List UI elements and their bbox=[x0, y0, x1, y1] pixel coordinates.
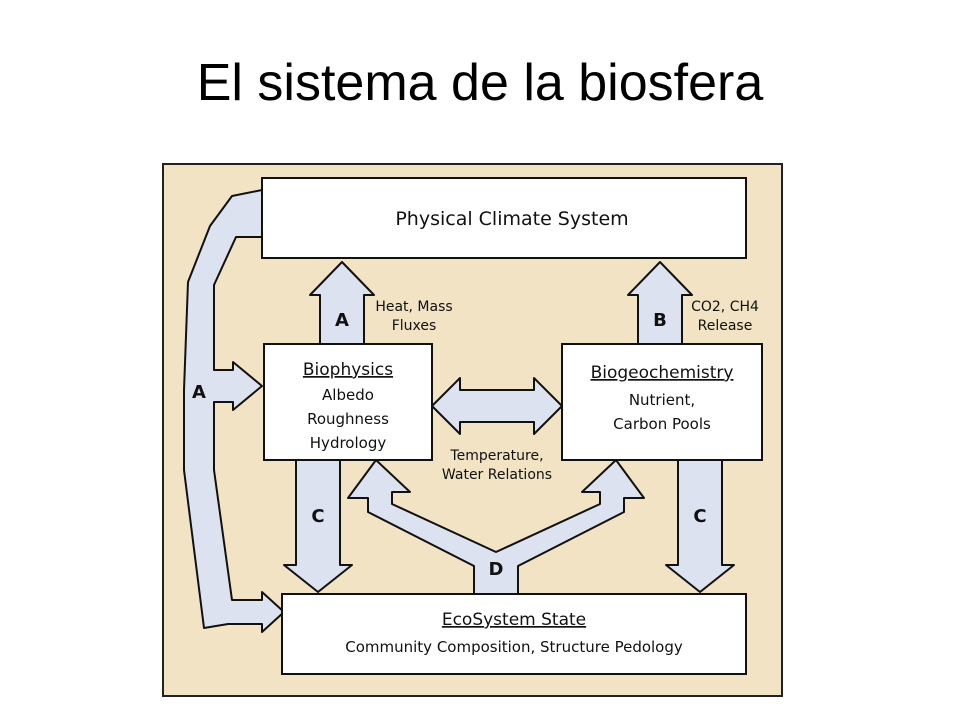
arrow-d-fork bbox=[347, 459, 645, 595]
label-temperature-2: Water Relations bbox=[442, 467, 552, 483]
biophysics-line-2: Roughness bbox=[307, 410, 389, 428]
arrow-d-letter: D bbox=[489, 559, 504, 580]
box-ecosystem bbox=[281, 593, 747, 675]
arrow-b-up-letter: B bbox=[653, 310, 667, 331]
label-temperature-1: Temperature, bbox=[449, 448, 543, 464]
arrow-a-loop bbox=[183, 189, 285, 633]
box-biophysics bbox=[263, 343, 433, 461]
label-co2-ch4-2: Release bbox=[698, 318, 753, 334]
box-biogeochemistry bbox=[561, 343, 763, 461]
arrow-c-right-letter: C bbox=[693, 506, 706, 527]
ecosystem-title: EcoSystem State bbox=[442, 610, 586, 630]
arrow-a-loop-letter: A bbox=[192, 382, 206, 403]
box-climate bbox=[261, 177, 747, 259]
arrow-c-right bbox=[665, 459, 735, 593]
arrow-a-up-letter: A bbox=[335, 310, 349, 331]
label-heat-mass-2: Fluxes bbox=[392, 318, 437, 334]
biophysics-title: Biophysics bbox=[303, 360, 393, 380]
biophysics-line-1: Albedo bbox=[322, 386, 374, 404]
ecosystem-line-1: Community Composition, Structure Pedolog… bbox=[345, 638, 683, 656]
label-co2-ch4-1: CO2, CH4 bbox=[691, 299, 759, 315]
biophysics-line-3: Hydrology bbox=[310, 434, 387, 452]
climate-title: Physical Climate System bbox=[395, 208, 628, 230]
arrow-a-up bbox=[309, 261, 375, 346]
biogeochemistry-line-1: Nutrient, bbox=[629, 391, 695, 409]
label-heat-mass-1: Heat, Mass bbox=[375, 299, 452, 315]
biogeochemistry-title: Biogeochemistry bbox=[591, 363, 734, 383]
slide-title: El sistema de la biosfera bbox=[196, 54, 764, 112]
biogeochemistry-line-2: Carbon Pools bbox=[613, 415, 711, 433]
arrow-b-up bbox=[627, 261, 693, 346]
arrow-c-left-letter: C bbox=[311, 506, 324, 527]
arrow-c-left bbox=[283, 459, 353, 593]
